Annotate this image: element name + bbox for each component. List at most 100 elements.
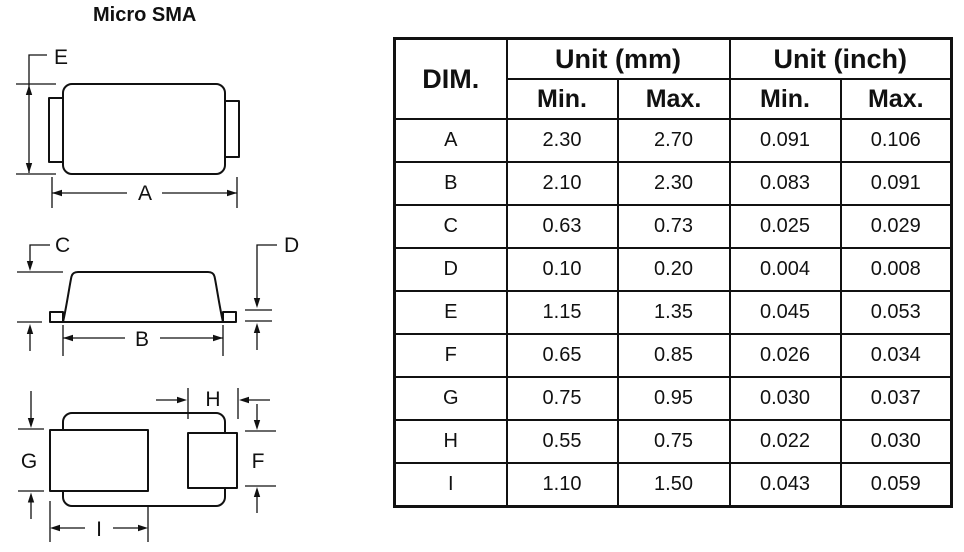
cell-dim: D: [393, 247, 508, 292]
dim-c-arrow-down: [26, 261, 34, 271]
top-view-right-tab: [224, 100, 240, 158]
cell-inch-min: 0.045: [728, 290, 842, 335]
dim-label-h: H: [205, 388, 220, 411]
dim-d: D: [245, 234, 299, 350]
package-outline-drawings: E A C: [16, 46, 299, 542]
cell-inch-max: 0.059: [839, 462, 953, 508]
table-row: E 1.15 1.35 0.045 0.053: [393, 290, 953, 335]
header-unit-mm: Unit (mm): [505, 37, 731, 80]
cell-mm-min: 2.30: [505, 118, 619, 163]
cell-mm-min: 0.63: [505, 204, 619, 249]
header-unit-inch: Unit (inch): [728, 37, 953, 80]
cell-dim: F: [393, 333, 508, 378]
cell-mm-max: 2.30: [616, 161, 731, 206]
dim-label-f: F: [252, 450, 265, 473]
side-view-body: [62, 271, 224, 323]
dim-f: F: [245, 404, 276, 513]
cell-inch-min: 0.083: [728, 161, 842, 206]
table-header-row-minmax: Min. Max. Min. Max.: [395, 78, 953, 120]
dim-c-arrow-up: [26, 324, 34, 334]
table-row: G 0.75 0.95 0.030 0.037: [393, 376, 953, 421]
dim-g-arrow-down: [27, 418, 35, 428]
cell-inch-min: 0.026: [728, 333, 842, 378]
cell-mm-min: 0.65: [505, 333, 619, 378]
header-inch-max: Max.: [839, 78, 953, 120]
header-mm-min: Min.: [505, 78, 619, 120]
table-row: C 0.63 0.73 0.025 0.029: [393, 204, 953, 249]
cell-dim: C: [393, 204, 508, 249]
cell-inch-min: 0.043: [728, 462, 842, 508]
dim-label-d: D: [284, 234, 299, 257]
table-row: F 0.65 0.85 0.026 0.034: [393, 333, 953, 378]
header-mm-max: Max.: [616, 78, 731, 120]
dim-c-leader: [29, 244, 50, 261]
dim-d-arrow-down: [253, 298, 261, 308]
cell-inch-max: 0.106: [839, 118, 953, 163]
cell-inch-max: 0.029: [839, 204, 953, 249]
dim-g: G: [18, 391, 44, 519]
dim-label-g: G: [21, 450, 37, 473]
cell-mm-min: 0.75: [505, 376, 619, 421]
table-row: I 1.10 1.50 0.043 0.059: [393, 462, 953, 508]
bottom-view-right-pad: [187, 432, 238, 489]
dim-c: C: [17, 234, 70, 351]
table-row: D 0.10 0.20 0.004 0.008: [393, 247, 953, 292]
cell-mm-max: 1.35: [616, 290, 731, 335]
cell-inch-max: 0.091: [839, 161, 953, 206]
cell-mm-min: 1.15: [505, 290, 619, 335]
cell-dim: H: [393, 419, 508, 464]
dim-h-arrow-right: [177, 396, 187, 404]
cell-mm-min: 1.10: [505, 462, 619, 508]
cell-mm-max: 0.20: [616, 247, 731, 292]
cell-inch-min: 0.022: [728, 419, 842, 464]
dim-a-arrow-right: [227, 189, 237, 197]
side-view-left-lead: [49, 311, 64, 323]
cell-inch-min: 0.025: [728, 204, 842, 249]
side-view-right-lead: [222, 311, 237, 323]
cell-inch-max: 0.008: [839, 247, 953, 292]
cell-dim: G: [393, 376, 508, 421]
cell-mm-max: 0.85: [616, 333, 731, 378]
table-row: H 0.55 0.75 0.022 0.030: [393, 419, 953, 464]
dim-f-arrow-up: [253, 487, 261, 497]
table-row: A 2.30 2.70 0.091 0.106: [393, 118, 953, 163]
cell-dim: A: [393, 118, 508, 163]
dim-f-arrow-down: [253, 420, 261, 430]
dim-a-arrow-left: [52, 189, 62, 197]
cell-inch-max: 0.034: [839, 333, 953, 378]
cell-dim: B: [393, 161, 508, 206]
dim-label-e: E: [54, 46, 68, 69]
dim-g-arrow-up: [27, 492, 35, 503]
dim-label-i: I: [96, 518, 102, 541]
cell-mm-max: 2.70: [616, 118, 731, 163]
package-title: Micro SMA: [93, 4, 197, 26]
dim-b: B: [62, 325, 224, 356]
dimension-table: DIM. Unit (mm) Unit (inch) Min. Max. Min…: [393, 37, 954, 508]
top-view-drawing: E A: [16, 46, 240, 208]
dim-i-arrow-right: [138, 524, 148, 532]
dim-e-arrow-up: [25, 85, 33, 95]
table-header-row-units: DIM. Unit (mm) Unit (inch): [393, 37, 953, 120]
cell-mm-min: 0.55: [505, 419, 619, 464]
cell-mm-min: 0.10: [505, 247, 619, 292]
cell-mm-max: 1.50: [616, 462, 731, 508]
dim-e-leader: [28, 54, 47, 173]
cell-inch-min: 0.091: [728, 118, 842, 163]
dim-label-a: A: [138, 182, 152, 205]
dim-label-c: C: [55, 234, 70, 257]
cell-inch-max: 0.053: [839, 290, 953, 335]
dim-i-arrow-left: [50, 524, 60, 532]
header-inch-min: Min.: [728, 78, 842, 120]
dim-d-leader: [256, 244, 277, 298]
top-view-body: [62, 83, 226, 175]
top-view-left-tab: [48, 97, 64, 163]
dim-e: E: [16, 46, 68, 175]
table-row: B 2.10 2.30 0.083 0.091: [393, 161, 953, 206]
bottom-view-left-pad: [49, 429, 149, 492]
dim-h-arrow-left: [239, 396, 249, 404]
dim-b-arrow-left: [63, 334, 73, 342]
dim-label-b: B: [135, 328, 149, 351]
dim-h: H: [156, 388, 270, 419]
side-view-drawing: C B D: [17, 234, 299, 356]
